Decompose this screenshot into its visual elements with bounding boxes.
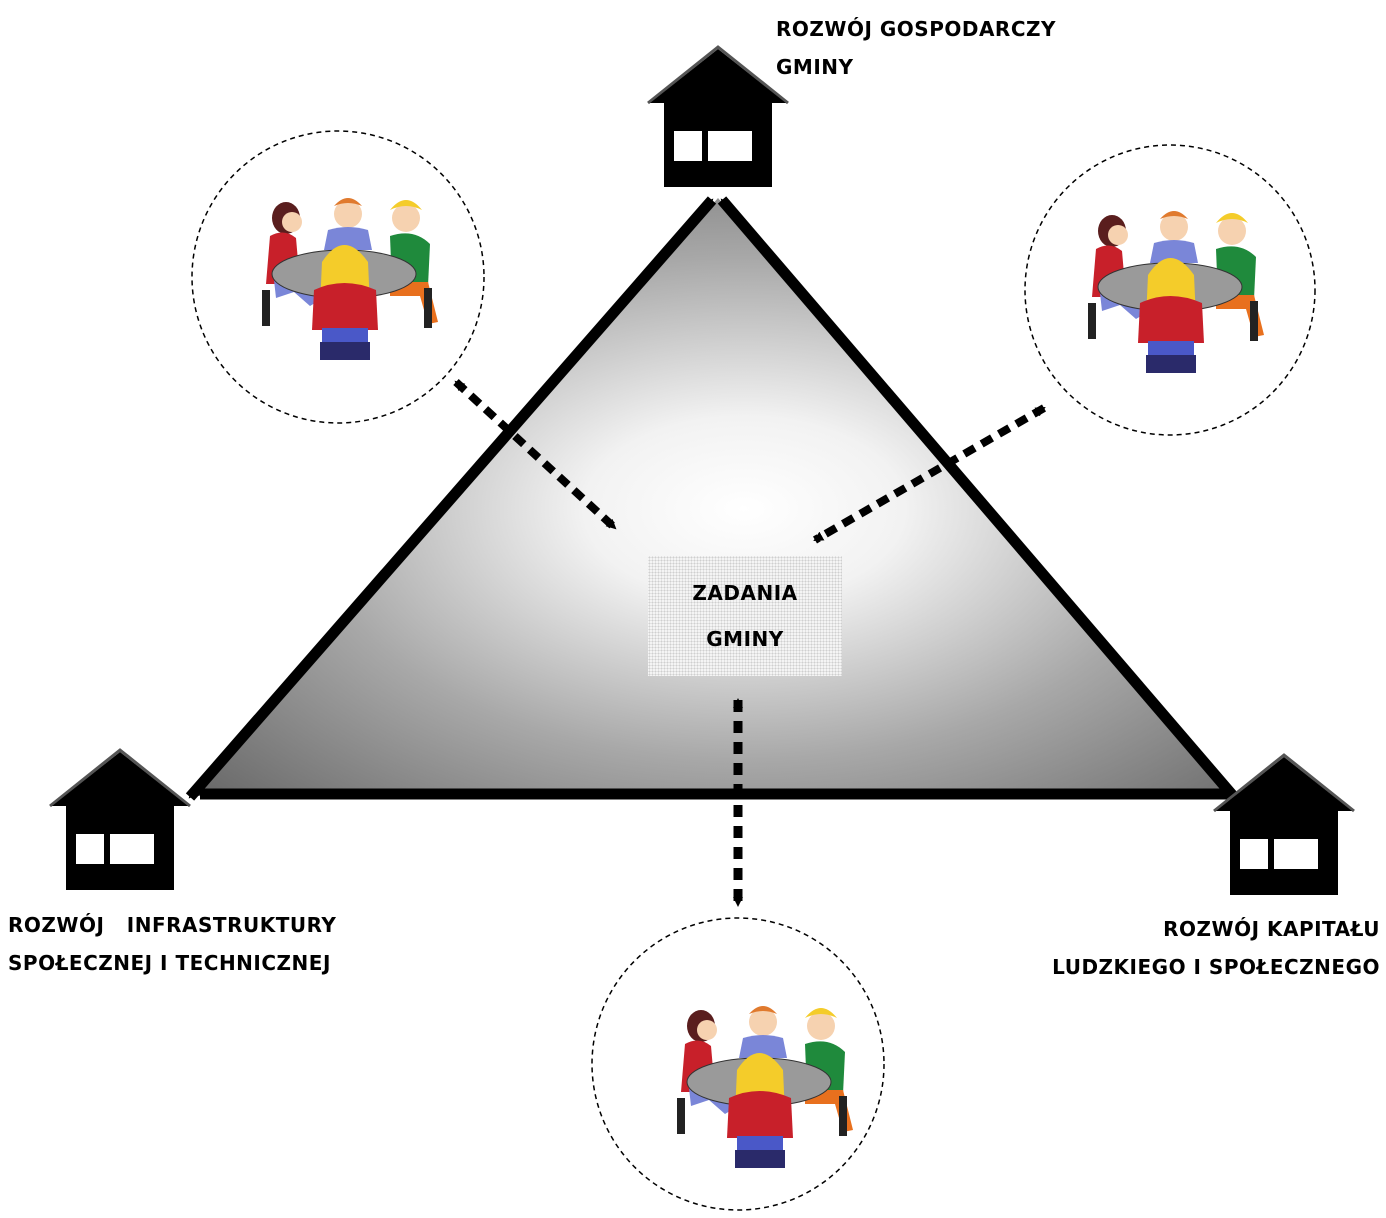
dashed-arrow-top-right <box>813 404 1046 544</box>
meeting-table-icon-top-right <box>1087 210 1265 374</box>
stakeholder-circle-top-left <box>191 130 485 424</box>
label-left-line-2: SPOŁECZNEJ I TECHNICZNEJ <box>8 951 331 975</box>
label-left-line-1: ROZWÓJ INFRASTRUKTURY <box>8 913 337 937</box>
label-top-line-1: ROZWÓJ GOSPODARCZY <box>776 17 1056 41</box>
stakeholder-circle-bottom <box>591 917 885 1211</box>
center-label-line-2: GMINY <box>706 627 784 651</box>
label-right-line-1: ROZWÓJ KAPITAŁU <box>1163 917 1380 941</box>
label-top-line-2: GMINY <box>776 55 854 79</box>
label-economic-development: ROZWÓJ GOSPODARCZY GMINY <box>776 10 1056 86</box>
house-icon-right <box>1212 753 1356 897</box>
label-infrastructure-development: ROZWÓJ INFRASTRUKTURY SPOŁECZNEJ I TECHN… <box>8 906 336 982</box>
stakeholder-circle-top-right <box>1024 144 1316 436</box>
meeting-table-icon-bottom <box>676 1005 854 1169</box>
label-right-line-2: LUDZKIEGO I SPOŁECZNEGO <box>1052 955 1380 979</box>
house-icon-left <box>48 748 192 892</box>
center-label-line-1: ZADANIA <box>692 581 798 605</box>
meeting-table-icon-top-left <box>261 197 439 361</box>
house-icon-top <box>646 45 790 189</box>
dashed-arrow-top-left <box>453 379 618 531</box>
edge-top-left <box>185 196 717 801</box>
center-task-box: ZADANIA GMINY <box>648 556 842 676</box>
label-human-social-capital: ROZWÓJ KAPITAŁU LUDZKIEGO I SPOŁECZNEGO <box>1052 910 1380 986</box>
